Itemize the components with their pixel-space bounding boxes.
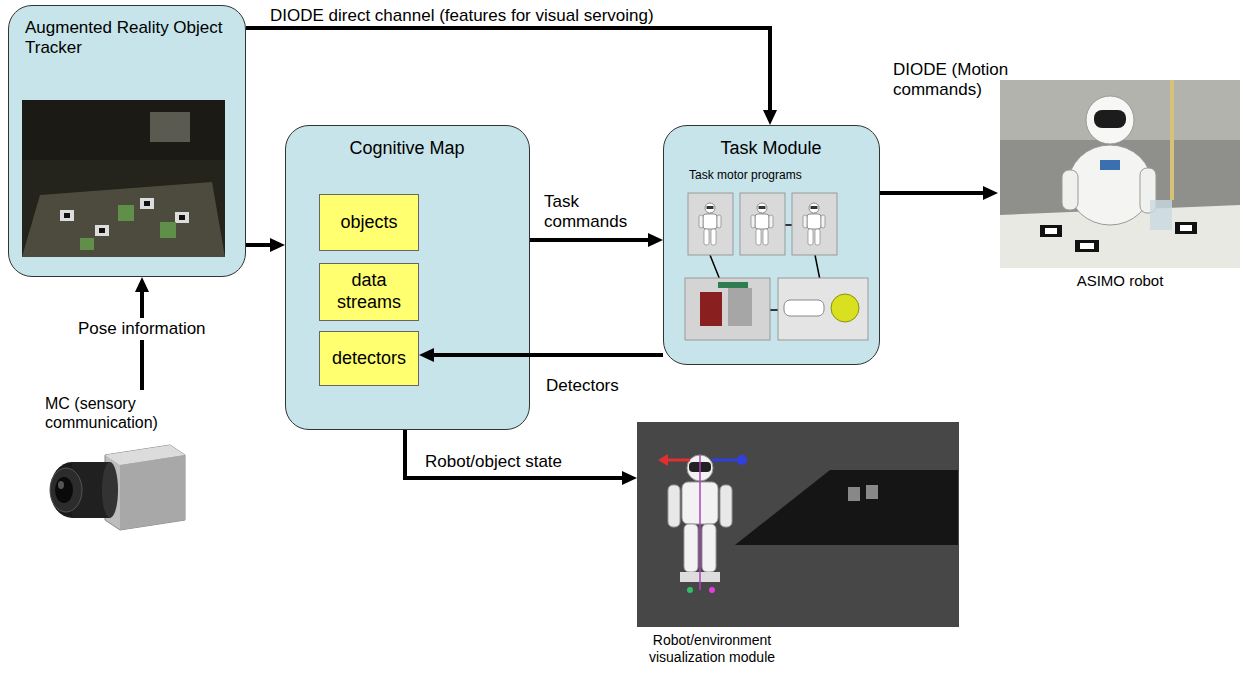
connector-arrow [246, 238, 285, 252]
node-title: ASIMO robot [998, 272, 1242, 290]
node-title: objects [336, 212, 401, 234]
edge-label: Task commands [544, 192, 624, 233]
connector-arrow [405, 430, 637, 485]
cognitive-map-box: Cognitive Map objects data streams detector… [285, 125, 530, 430]
connector-arrow [135, 277, 149, 390]
edge-label: DIODE direct channel (features for visua… [270, 6, 654, 26]
visualization-screenshot [637, 422, 959, 627]
node-title: Task Module [664, 138, 878, 160]
tracker-photo [22, 100, 225, 257]
edge-label-holder: Robot/object state [425, 452, 562, 472]
node-title: MC (sensory communication) [45, 394, 245, 432]
connector-arrow [880, 186, 998, 200]
store-box: objects [319, 194, 419, 251]
edge-label: Detectors [546, 376, 619, 396]
node-title: Augmented Reality Object Tracker [25, 18, 230, 59]
connector-arrow [419, 348, 663, 362]
edge-label: DIODE (Motion commands) [893, 60, 1018, 101]
store-box: data streams [319, 263, 419, 321]
edge-label-holder: DIODE (Motion commands) [893, 60, 1018, 101]
camera-illustration [50, 445, 185, 530]
node-title: data streams [320, 270, 418, 313]
asimo-photo [1000, 80, 1240, 268]
connector-arrow [530, 233, 663, 247]
edge-label-holder: Detectors [546, 376, 619, 396]
edge-label-holder: Pose information [75, 318, 209, 340]
task-program-thumbnails [685, 193, 868, 340]
store-box: detectors [319, 331, 419, 386]
connector-arrow [246, 28, 777, 125]
node-title: Robot/environment visualization module [637, 632, 787, 666]
edge-label-holder: Task commands [544, 192, 624, 233]
node-title: Cognitive Map [286, 138, 528, 160]
edge-label-holder: DIODE direct channel (features for visua… [270, 6, 654, 26]
edge-label: Robot/object state [425, 452, 562, 472]
node-subtitle: Task motor programs [689, 168, 874, 182]
node-title: detectors [328, 348, 410, 370]
edge-label: Pose information [75, 318, 209, 340]
